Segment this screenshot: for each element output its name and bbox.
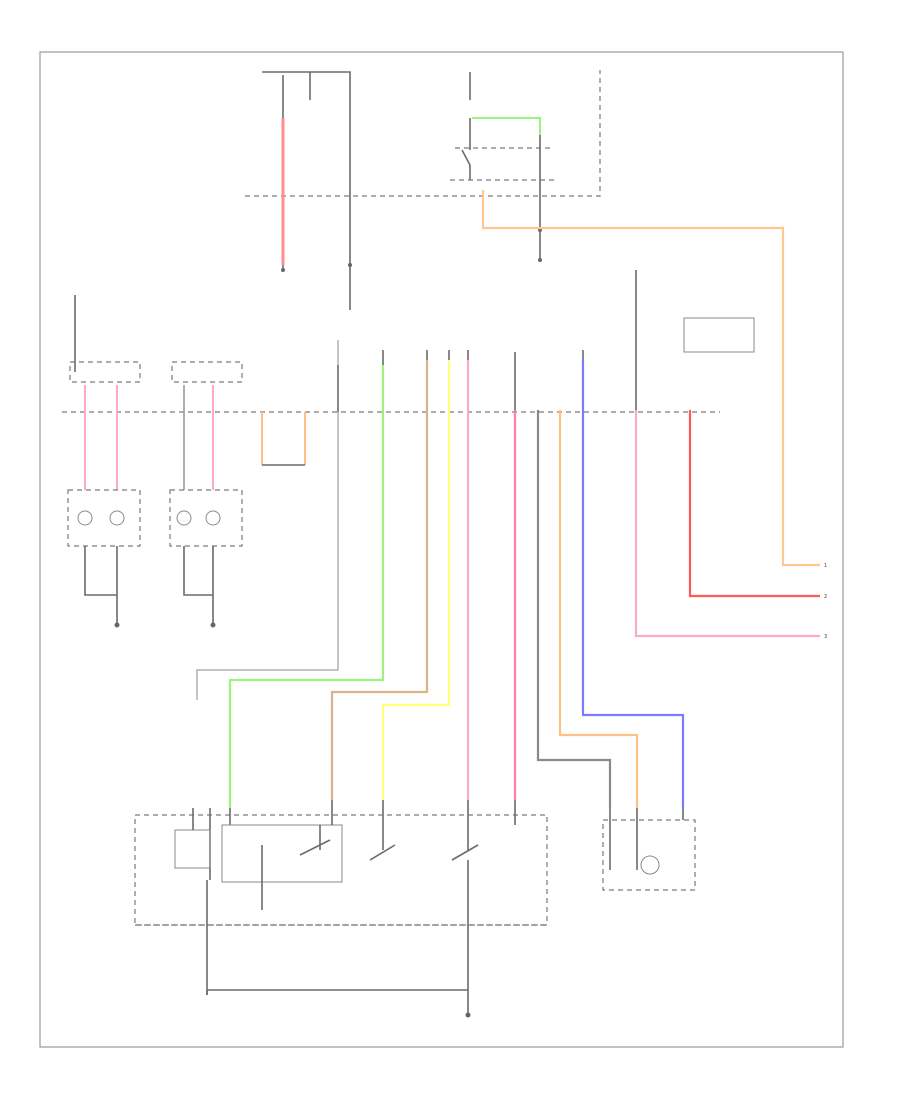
fuse-box-outline [245, 70, 601, 197]
license-lamp-connector [261, 412, 306, 466]
wire-orange-2 [558, 410, 639, 808]
multifunction-switch [134, 800, 548, 926]
wire-gray [536, 410, 612, 808]
wire-green [228, 365, 385, 808]
wire-pink-right [634, 410, 820, 638]
page-frame [39, 51, 844, 1048]
off-page-connectors: 1 2 3 [824, 563, 827, 640]
connector-stubs [337, 350, 584, 412]
wire-left-feed [196, 340, 339, 700]
rear-combo-lamp-left [67, 295, 141, 628]
wire-red-right [688, 410, 820, 598]
wire-blue [581, 360, 685, 808]
wire-orange-stop [481, 190, 820, 567]
stop-lamp-switch [450, 72, 555, 262]
connector-label-a: 1 [824, 563, 827, 569]
wire-yellow [381, 360, 451, 800]
tail-fuse-feed [635, 270, 755, 410]
fuse-feed-black [262, 71, 352, 310]
fuse-feed-red [281, 75, 285, 272]
connector-label-c: 3 [824, 634, 827, 640]
wire-tan [330, 360, 429, 800]
connector-label-b: 2 [824, 594, 827, 600]
rear-combo-lamp-right [169, 361, 243, 628]
auto-light-sensor [602, 808, 696, 891]
ground-bus [135, 880, 547, 1018]
